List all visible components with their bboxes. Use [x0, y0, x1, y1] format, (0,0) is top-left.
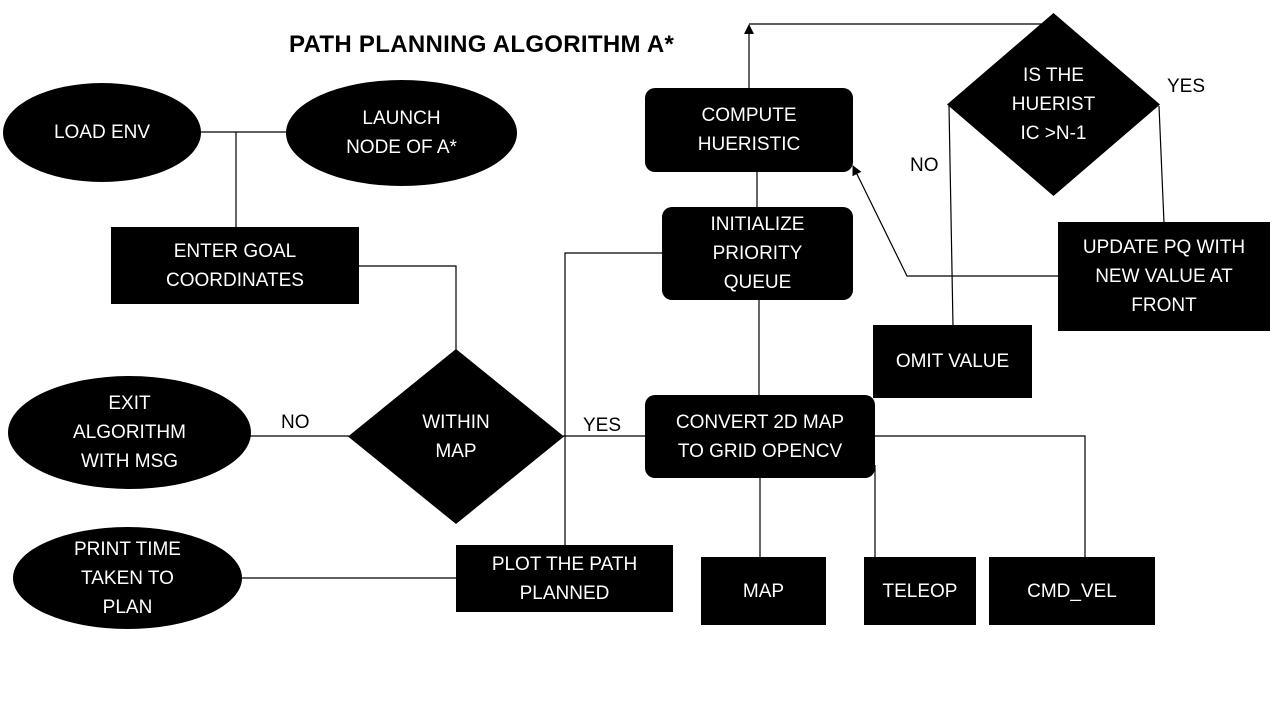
label-yes-update: YES [1167, 76, 1206, 97]
decision-within-map-label: WITHIN MAP [422, 411, 490, 462]
node-convert-map: CONVERT 2D MAP TO GRID OPENCV [645, 395, 875, 478]
label-no-exit: NO [281, 412, 310, 433]
connector-diamond-to-update [1158, 105, 1165, 224]
node-initialize-pq: INITIALIZE PRIORITY QUEUE [662, 207, 853, 300]
node-plot-path: PLOT THE PATH PLANNED [456, 545, 673, 612]
node-enter-goal: ENTER GOAL COORDINATES [111, 227, 359, 304]
connector-update-to-compute [852, 165, 1059, 277]
connector-plot-to-init [564, 252, 663, 546]
connector-enter-to-within [358, 265, 457, 350]
connector-convert-to-cmdvel [874, 435, 1086, 558]
node-print-time: PRINT TIME TAKEN TO PLAN [13, 527, 242, 629]
node-launch-node: LAUNCH NODE OF A* [286, 80, 517, 186]
decision-within-map: WITHIN MAP [348, 349, 564, 524]
diagram-title: PATH PLANNING ALGORITHM A* [289, 31, 675, 58]
node-update-pq: UPDATE PQ WITH NEW VALUE AT FRONT [1058, 222, 1270, 331]
node-load-env: LOAD ENV [3, 83, 201, 182]
node-cmd-vel: CMD_VEL [989, 557, 1155, 625]
node-omit-value: OMIT VALUE [873, 325, 1032, 398]
node-compute-heuristic: COMPUTE HUERISTIC [645, 88, 853, 172]
decision-is-heuristic-label: IS THE HUERIST IC >N-1 [1011, 65, 1096, 144]
node-exit-algorithm: EXIT ALGORITHM WITH MSG [8, 376, 251, 489]
decision-is-heuristic: IS THE HUERIST IC >N-1 [947, 13, 1160, 196]
node-map: MAP [701, 557, 826, 625]
label-yes-convert: YES [583, 415, 622, 436]
connector-diamond-to-omit [948, 105, 954, 327]
node-teleop: TELEOP [864, 557, 976, 625]
label-no-omit: NO [910, 155, 939, 176]
